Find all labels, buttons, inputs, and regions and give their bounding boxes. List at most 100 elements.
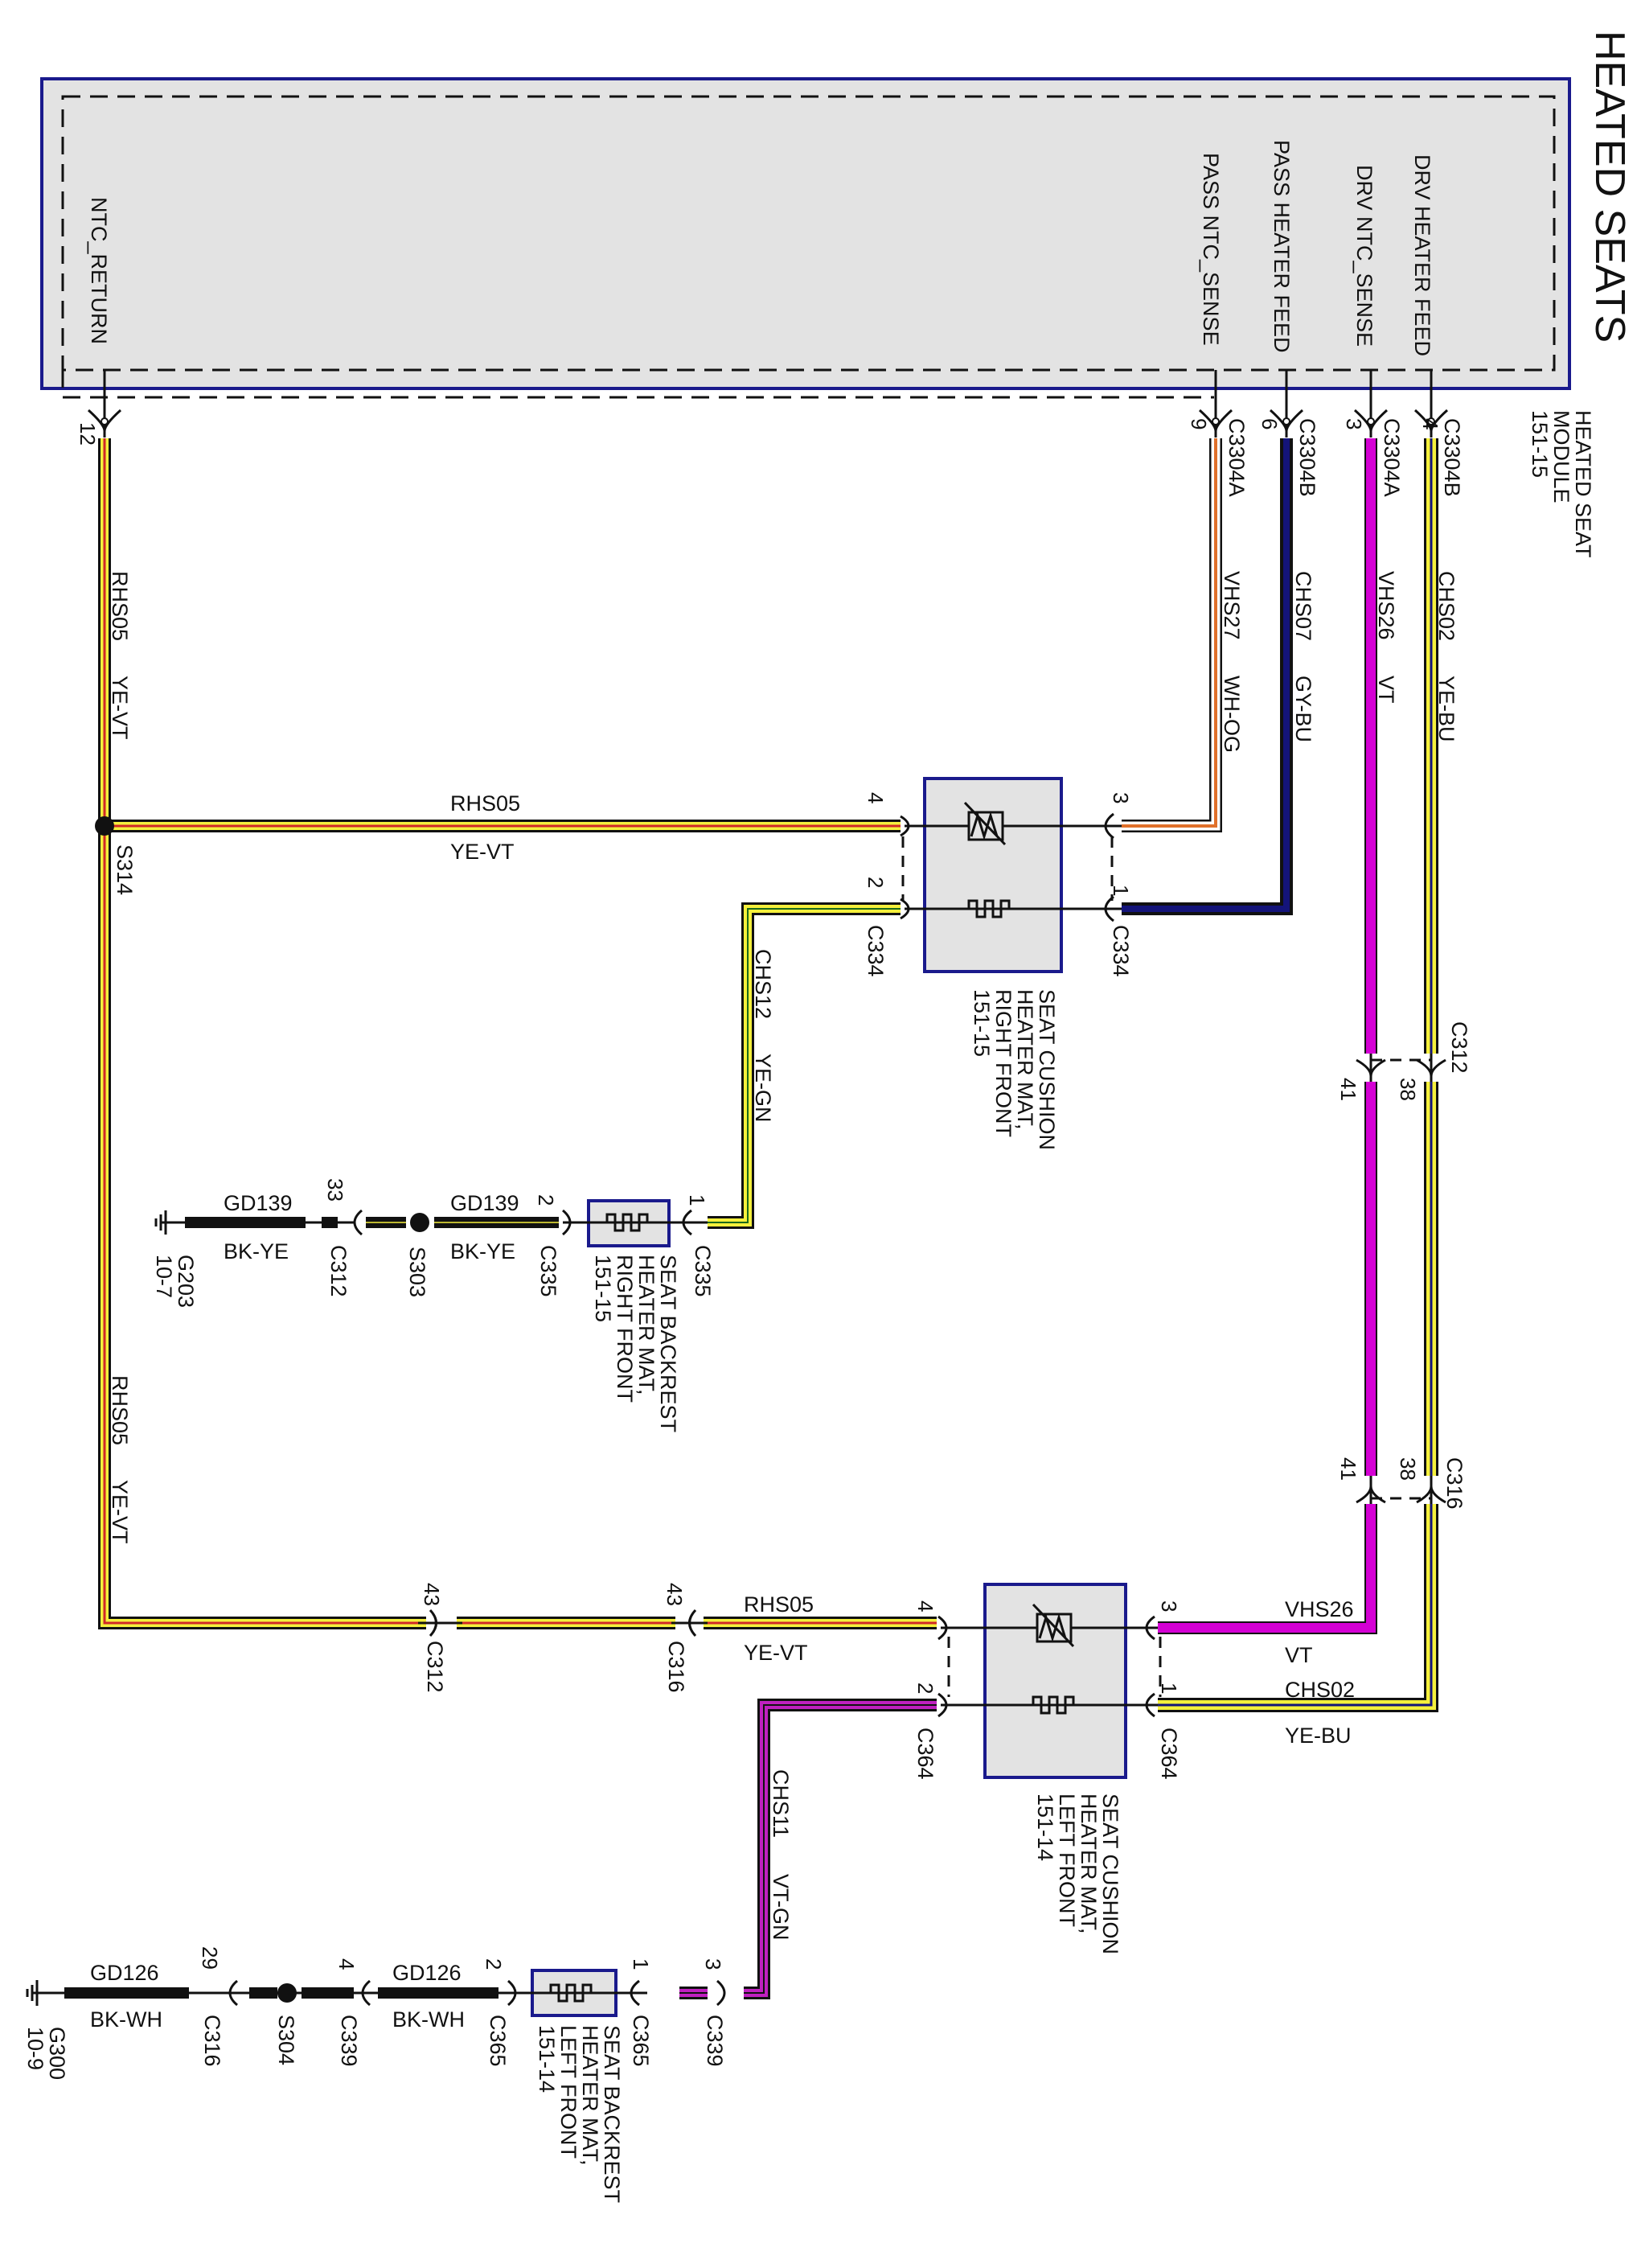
svg-text:10-9: 10-9 <box>23 2027 47 2070</box>
svg-text:VT: VT <box>1374 676 1398 704</box>
svg-text:10-7: 10-7 <box>152 1255 176 1298</box>
inline-connector-c316-top <box>1356 1476 1446 1504</box>
module-pin-labels: DRV HEATER FEED DRV NTC_SENSE PASS HEATE… <box>87 140 1434 356</box>
svg-text:LEFT FRONT: LEFT FRONT <box>1055 1793 1079 1927</box>
rf-backrest-pin1: 1 <box>685 1194 709 1206</box>
svg-text:151-15: 151-15 <box>1528 410 1552 478</box>
pin-label-pass-ntc-sense: PASS NTC_SENSE <box>1199 153 1223 346</box>
wire-vhs26 <box>1158 438 1377 1634</box>
heated-seat-module-box <box>40 77 1571 390</box>
lf-backrest-pin2: 2 <box>482 1958 506 1970</box>
rf-backrest-pin2: 2 <box>534 1194 558 1206</box>
svg-text:3: 3 <box>1342 418 1366 429</box>
svg-text:C3304A: C3304A <box>1380 418 1404 497</box>
svg-text:VT-GN: VT-GN <box>769 1874 793 1941</box>
ground-g300-icon <box>26 1980 39 2006</box>
wire-label-chs11: CHS11 VT-GN <box>769 1769 793 1941</box>
svg-text:HEATER MAT,: HEATER MAT, <box>634 1255 658 1395</box>
svg-text:CHS02: CHS02 <box>1434 571 1459 641</box>
svg-text:C3304B: C3304B <box>1440 418 1464 497</box>
svg-text:RHS05: RHS05 <box>108 1375 132 1445</box>
svg-text:C3304B: C3304B <box>1295 418 1319 497</box>
wire-vhs27 <box>1122 438 1222 832</box>
pin-c316-38: 38 <box>1396 1457 1420 1481</box>
svg-text:WH-OG: WH-OG <box>1220 676 1244 753</box>
splice-s303 <box>410 1213 429 1232</box>
pin-c316-29: 29 <box>198 1946 222 1970</box>
splice-s314 <box>95 816 114 836</box>
svg-text:GY-BU: GY-BU <box>1291 676 1315 742</box>
wire-label-vhs27: VHS27 WH-OG <box>1220 571 1244 753</box>
pin-c339-3: 3 <box>701 1958 725 1970</box>
svg-text:151-14: 151-14 <box>1033 1793 1057 1861</box>
wire-chs12 <box>708 902 901 1229</box>
label-c316-top: C316 <box>1442 1457 1467 1510</box>
pin-c312-33: 33 <box>323 1178 347 1202</box>
wire-chs02 <box>1158 438 1438 1712</box>
lf-backrest-connector-in: C365 <box>629 2015 653 2067</box>
svg-text:SEAT BACKREST: SEAT BACKREST <box>600 2025 624 2203</box>
wire-label-chs02: CHS02 YE-BU <box>1434 571 1459 742</box>
svg-text:HEATED SEATS: HEATED SEATS <box>1586 31 1633 343</box>
svg-text:SEAT CUSHION: SEAT CUSHION <box>1098 1793 1122 1954</box>
ground-g300-label: G300 10-9 <box>23 2027 69 2080</box>
ground-g203-icon <box>154 1210 167 1235</box>
svg-text:RHS05: RHS05 <box>108 571 132 641</box>
svg-text:CHS07: CHS07 <box>1291 571 1315 641</box>
lf-backrest-connector-out: C365 <box>486 2015 510 2067</box>
svg-text:CHS11: CHS11 <box>769 1769 793 1838</box>
splice-label-s304: S304 <box>274 2015 298 2065</box>
wire-label-vhs26-lf-circuit: VHS26 <box>1285 1597 1354 1621</box>
splice-label-s314: S314 <box>113 844 137 895</box>
svg-text:12: 12 <box>76 422 100 446</box>
pin-label-pass-heater-feed: PASS HEATER FEED <box>1270 140 1294 353</box>
rf-cushion-name: SEAT CUSHION HEATER MAT, RIGHT FRONT 151… <box>970 989 1059 1150</box>
lf-cushion-name: SEAT CUSHION HEATER MAT, LEFT FRONT 151-… <box>1033 1793 1122 1954</box>
wire-label-chs12: CHS12 YE-GN <box>751 949 775 1123</box>
svg-text:CHS12: CHS12 <box>751 949 775 1019</box>
svg-text:HEATER MAT,: HEATER MAT, <box>1013 989 1037 1130</box>
svg-text:SEAT CUSHION: SEAT CUSHION <box>1035 989 1059 1150</box>
svg-text:G300: G300 <box>45 2027 69 2080</box>
wire-label-gd126-1-color: BK-WH <box>392 2007 465 2032</box>
svg-text:151-15: 151-15 <box>591 1255 615 1322</box>
svg-text:VHS27: VHS27 <box>1220 571 1244 640</box>
ground-g203-label: G203 10-7 <box>152 1255 198 1308</box>
wire-label-gd139-2-circuit: GD139 <box>224 1191 293 1215</box>
wire-label-rhs05-rf-circuit: RHS05 <box>450 791 520 816</box>
pin-label-drv-heater-feed: DRV HEATER FEED <box>1410 154 1434 356</box>
svg-text:HEATER MAT,: HEATER MAT, <box>1077 1793 1101 1934</box>
lf-cushion-connector-right: C364 <box>1157 1728 1181 1780</box>
svg-text:HEATED SEAT: HEATED SEAT <box>1571 410 1595 558</box>
wire-label-gd139-2-color: BK-YE <box>224 1239 289 1263</box>
svg-text:SEAT BACKREST: SEAT BACKREST <box>656 1255 680 1432</box>
svg-text:YE-BU: YE-BU <box>1434 676 1459 742</box>
wire-label-chs07: CHS07 GY-BU <box>1291 571 1315 742</box>
wire-label-vhs26: VHS26 VT <box>1374 571 1398 704</box>
label-c312-top: C312 <box>1447 1021 1471 1074</box>
wire-label-gd126-1-circuit: GD126 <box>392 1961 462 1985</box>
diagram-title: HEATED SEATS <box>1586 31 1633 343</box>
lf-cushion-pin2: 2 <box>913 1683 937 1694</box>
rf-cushion-pin4: 4 <box>864 792 888 803</box>
wire-label-chs02-lf-circuit: CHS02 <box>1285 1678 1355 1702</box>
module-pin-numbers: 4 C3304B 3 C3304A 6 C3304B 9 C3304A 12 <box>76 418 1464 497</box>
module-name: HEATED SEAT MODULE 151-15 <box>1528 410 1595 558</box>
pin-label-ntc-return: NTC_RETURN <box>87 197 111 344</box>
svg-text:C3304A: C3304A <box>1225 418 1249 497</box>
pin-c312-38: 38 <box>1396 1078 1420 1101</box>
label-c312-ground: C312 <box>326 1245 351 1297</box>
svg-text:4: 4 <box>1418 418 1442 429</box>
label-c339-out: C339 <box>337 2015 361 2067</box>
svg-text:LEFT FRONT: LEFT FRONT <box>556 2025 581 2159</box>
svg-text:RIGHT FRONT: RIGHT FRONT <box>991 989 1015 1137</box>
lf-cushion-pin4: 4 <box>913 1600 937 1612</box>
rf-cushion-connector-right: C334 <box>1109 925 1133 977</box>
svg-text:YE-VT: YE-VT <box>108 676 132 740</box>
rf-cushion-pin1: 1 <box>1109 885 1133 896</box>
connector-c316-pin29 <box>228 1979 238 2007</box>
pin-c312-41: 41 <box>1336 1078 1360 1101</box>
connector-c339-pin4 <box>361 1979 371 2007</box>
rf-cushion-pin2: 2 <box>864 877 888 888</box>
